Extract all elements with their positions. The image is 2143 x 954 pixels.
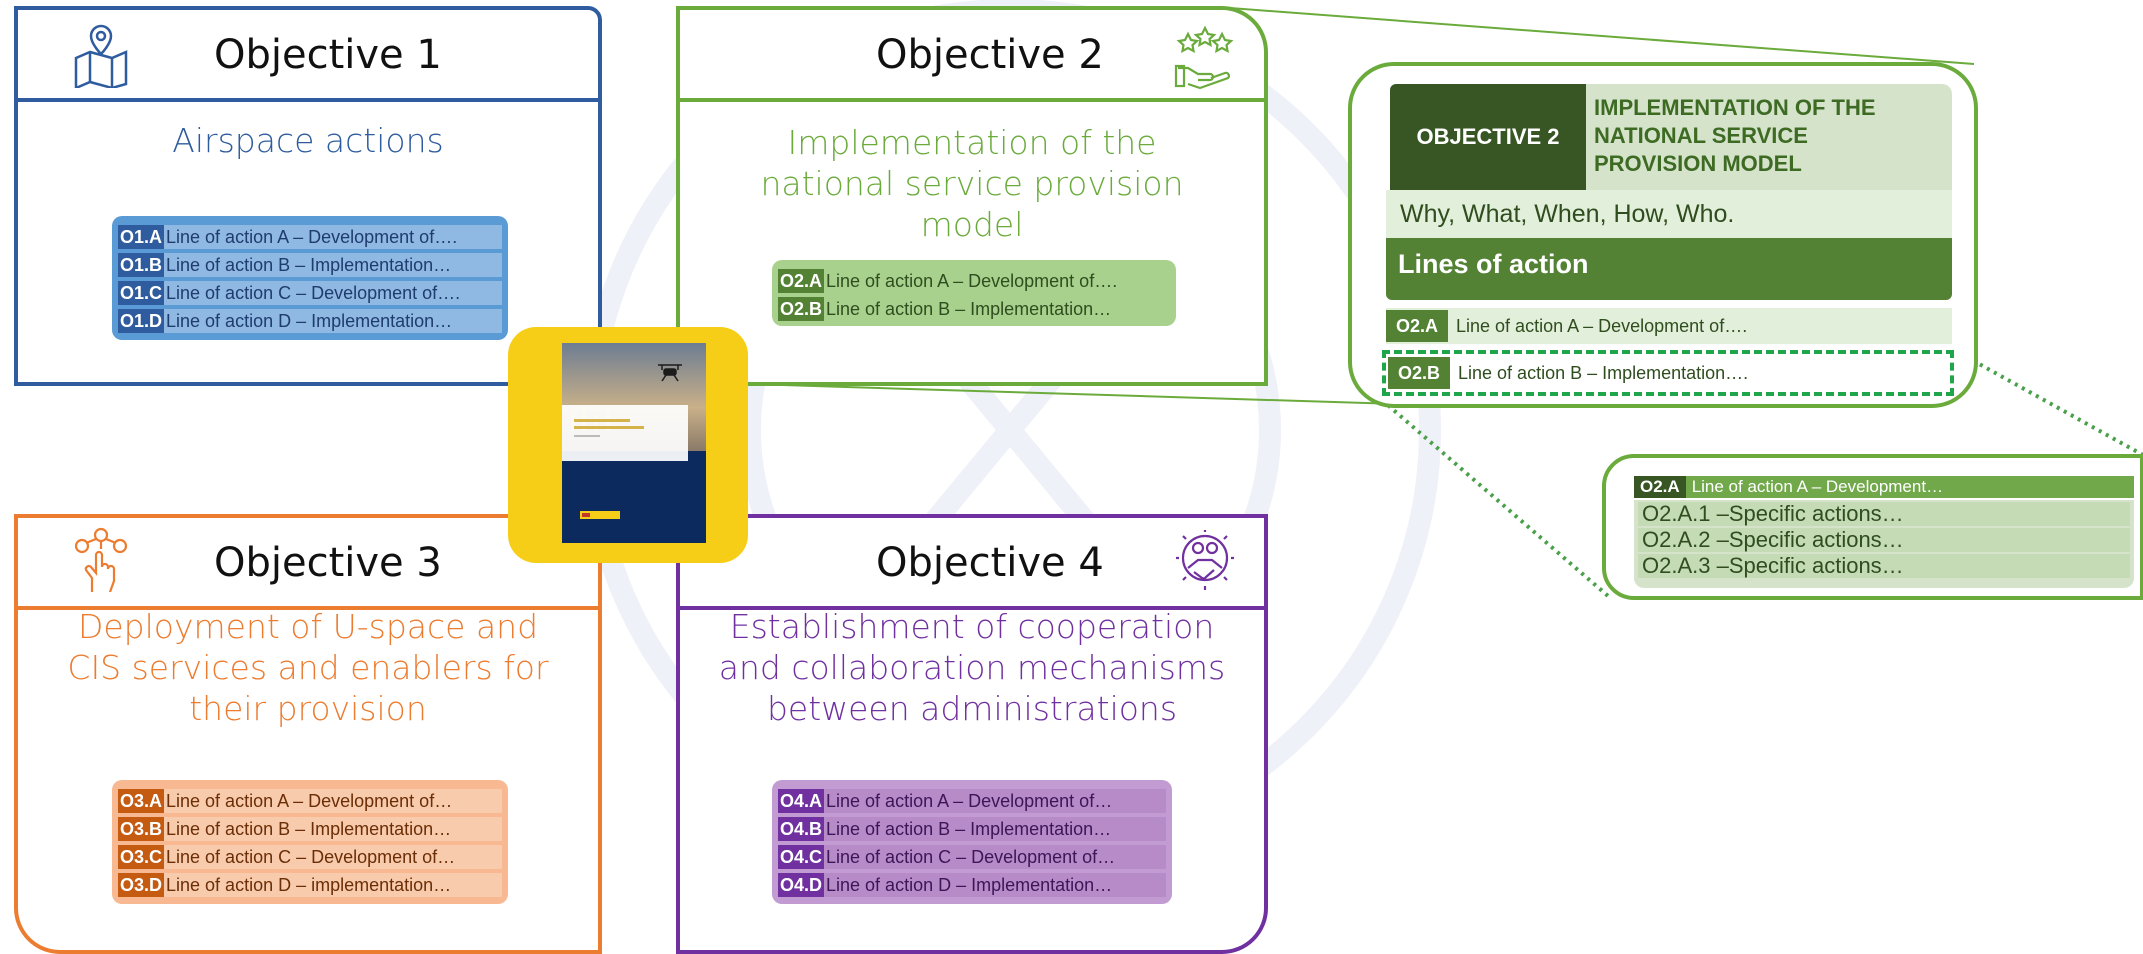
line-text: Line of action C – Development of… xyxy=(164,845,502,869)
document-cover-image xyxy=(562,343,706,543)
zoom-line-bottom xyxy=(747,383,1399,405)
line-code: O1.C xyxy=(118,281,165,305)
objective-3-subtitle: Deployment of U-space and CIS services a… xyxy=(67,607,549,728)
line-text: Line of action C – Development of… xyxy=(824,845,1166,869)
detail-heading: IMPLEMENTATION OF THE NATIONAL SERVICE P… xyxy=(1594,95,1876,176)
subdetail-header: O2.A Line of action A – Development… xyxy=(1634,476,2134,498)
line-text: Line of action D – Implementation… xyxy=(824,873,1166,897)
objective-1-header: Objective 1 xyxy=(18,10,598,102)
specific-action-item[interactable]: O2.A.2 –Specific actions… xyxy=(1638,528,2130,552)
line-text: Line of action B – Implementation… xyxy=(824,297,1170,321)
line-code: O4.A xyxy=(778,789,825,813)
line-text: Line of action D – implementation… xyxy=(164,873,502,897)
center-document-tile[interactable] xyxy=(508,327,748,563)
objective-3-panel[interactable]: Objective 3 Deployment of U-space and CI… xyxy=(14,514,602,954)
objective-2-subtitle: Implementation of the national service p… xyxy=(760,123,1184,244)
line-code: O3.D xyxy=(118,873,165,897)
line-code: O4.B xyxy=(778,817,825,841)
zoom-dotted-right xyxy=(1944,343,2143,457)
specific-action-item[interactable]: O2.A.3 –Specific actions… xyxy=(1638,554,2130,578)
line-code: O1.D xyxy=(118,309,165,333)
detail-questions: Why, What, When, How, Who. xyxy=(1386,190,1952,238)
map-pin-icon xyxy=(74,24,128,88)
line-code: O3.C xyxy=(118,845,165,869)
objective-3-title: Objective 3 xyxy=(214,540,442,586)
line-o2a-detail-panel[interactable]: O2.A Line of action A – Development… O2.… xyxy=(1602,454,2143,600)
line-text: Line of action A – Development of… xyxy=(824,789,1166,813)
line-text: Line of action A – Development… xyxy=(1691,477,1944,496)
line-text: Line of action D – Implementation… xyxy=(164,309,502,333)
line-code: O2.B xyxy=(1388,357,1451,389)
detail-badge-label: OBJECTIVE 2 xyxy=(1416,124,1560,149)
network-hand-icon xyxy=(74,527,128,592)
line-text: Line of action A – Development of… xyxy=(164,789,502,813)
line-text: Line of action B – Implementation… xyxy=(164,817,502,841)
line-text: Line of action B – Implementation… xyxy=(164,253,502,277)
line-text: Line of action B – Implementation…. xyxy=(1458,362,1749,383)
detail-line-o2a[interactable]: O2.A Line of action A – Development of…. xyxy=(1386,308,1952,344)
line-code: O4.D xyxy=(778,873,825,897)
zoom-connectors xyxy=(747,7,2143,598)
objective-4-subtitle: Establishment of cooperation and collabo… xyxy=(718,607,1226,728)
zoom-dotted-left xyxy=(1380,398,1610,598)
objective-3-header: Objective 3 xyxy=(18,518,598,610)
line-code: O2.B xyxy=(778,297,825,321)
line-text: Line of action A – Development of…. xyxy=(1456,315,1748,336)
line-text: Line of action A – Development of…. xyxy=(824,269,1170,293)
stars-hand-icon xyxy=(1174,25,1234,90)
detail-heading-box: IMPLEMENTATION OF THE NATIONAL SERVICE P… xyxy=(1586,84,1952,190)
objective-1-subtitle: Airspace actions xyxy=(172,121,444,160)
line-code: O3.B xyxy=(118,817,165,841)
line-code: O2.A xyxy=(778,269,825,293)
line-code: O1.B xyxy=(118,253,165,277)
subdetail-actions: O2.A.1 –Specific actions… O2.A.2 –Specif… xyxy=(1634,500,2134,588)
detail-lines-title: Lines of action xyxy=(1386,238,1952,300)
objective-4-panel[interactable]: Objective 4 Establishment of cooperation… xyxy=(676,514,1268,954)
objective-4-title: Objective 4 xyxy=(876,540,1104,586)
detail-line-o2b-highlight[interactable]: O2.B Line of action B – Implementation…. xyxy=(1382,350,1954,396)
detail-badge: OBJECTIVE 2 xyxy=(1390,84,1586,190)
line-text: Line of action A – Development of…. xyxy=(164,225,502,249)
line-text: Line of action B – Implementation… xyxy=(824,817,1166,841)
objective-4-header: Objective 4 xyxy=(680,518,1264,610)
specific-action-item[interactable]: O2.A.1 –Specific actions… xyxy=(1638,502,2130,526)
line-text: Line of action C – Development of…. xyxy=(164,281,502,305)
line-code: O4.C xyxy=(778,845,825,869)
line-code: O2.A xyxy=(1386,310,1449,342)
line-code: O2.A xyxy=(1634,476,1686,498)
objective-1-title: Objective 1 xyxy=(214,32,442,78)
objective-2-panel[interactable]: Objective 2 Implementation of the nation… xyxy=(676,6,1268,386)
objective-2-title: Objective 2 xyxy=(876,32,1104,78)
gear-handshake-icon xyxy=(1176,530,1234,590)
line-code: O3.A xyxy=(118,789,165,813)
objective-2-detail-panel[interactable]: OBJECTIVE 2 IMPLEMENTATION OF THE NATION… xyxy=(1348,62,1978,408)
line-code: O1.A xyxy=(118,225,165,249)
zoom-line-top xyxy=(1229,7,1975,65)
objective-2-header: Objective 2 xyxy=(680,10,1264,102)
